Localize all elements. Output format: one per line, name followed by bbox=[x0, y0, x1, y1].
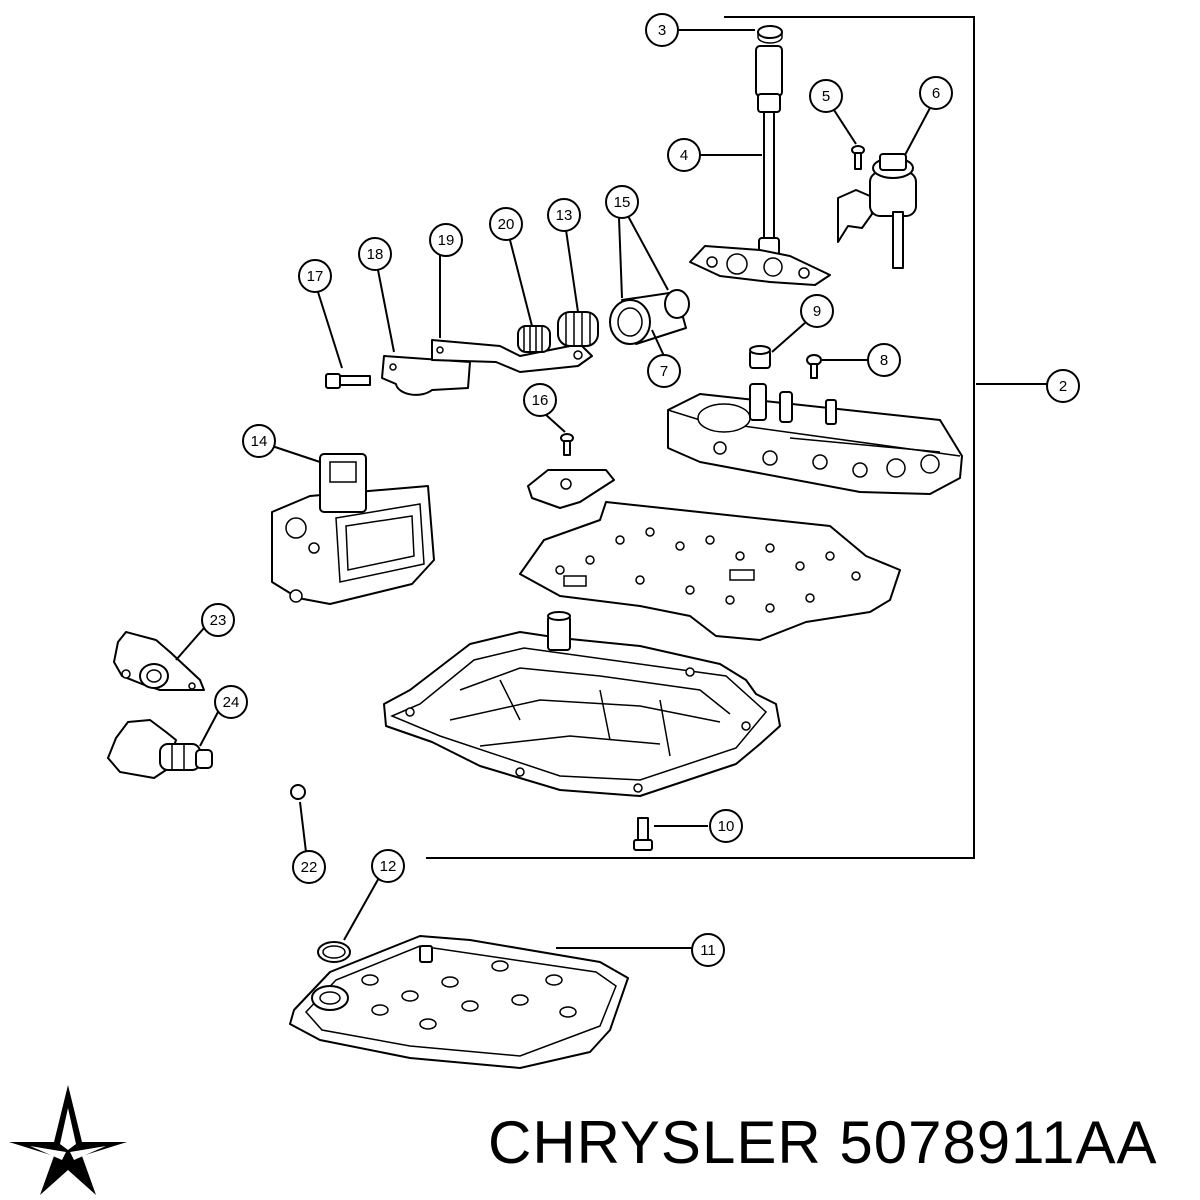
callout-bubble bbox=[605, 185, 639, 219]
part-4-manual-shaft bbox=[689, 45, 831, 286]
callout-label: 9 bbox=[813, 303, 821, 320]
callout-label: 20 bbox=[498, 216, 515, 233]
callout-6: 6 bbox=[919, 76, 953, 110]
part-17-bolt bbox=[325, 373, 371, 389]
callout-bubble bbox=[292, 850, 326, 884]
part-number-caption: CHRYSLER 5078911AA bbox=[488, 1109, 1158, 1176]
callout-label: 6 bbox=[932, 85, 940, 102]
callout-label: 16 bbox=[532, 392, 549, 409]
part-24-sensor bbox=[107, 719, 213, 779]
callout-22: 22 bbox=[292, 850, 326, 884]
callout-label: 7 bbox=[660, 363, 668, 380]
callout-label: 4 bbox=[680, 147, 688, 164]
part-2-upper-valve-body bbox=[667, 383, 963, 495]
part-19-lever bbox=[431, 339, 593, 373]
callout-label: 15 bbox=[614, 194, 631, 211]
callout-label: 18 bbox=[367, 246, 384, 263]
callout-bubble bbox=[429, 223, 463, 257]
callout-label: 22 bbox=[301, 859, 318, 876]
part-9-plug bbox=[749, 345, 771, 369]
chrysler-pentastar-logo bbox=[9, 1085, 127, 1195]
callout-bubble bbox=[201, 603, 235, 637]
callout-label: 23 bbox=[210, 612, 227, 629]
callout-bubble bbox=[547, 198, 581, 232]
callout-bubble bbox=[691, 933, 725, 967]
detent-plate bbox=[527, 469, 615, 509]
part-20-spring bbox=[517, 325, 551, 353]
callout-bubble bbox=[800, 294, 834, 328]
callout-label: 12 bbox=[380, 858, 397, 875]
part-8-screw bbox=[806, 354, 822, 379]
part-2-lower-valve-body bbox=[383, 611, 781, 797]
part-22-o-ring bbox=[290, 784, 306, 800]
callout-bubble bbox=[242, 424, 276, 458]
callout-8: 8 bbox=[867, 343, 901, 377]
part-6-sensor bbox=[837, 153, 917, 269]
callout-18: 18 bbox=[358, 237, 392, 271]
callout-bubble bbox=[523, 383, 557, 417]
separator-plate bbox=[519, 501, 901, 641]
callout-bubble bbox=[919, 76, 953, 110]
callout-label: 19 bbox=[438, 232, 455, 249]
callout-label: 11 bbox=[700, 942, 716, 959]
part-5-screw bbox=[851, 145, 865, 170]
callout-11: 11 bbox=[691, 933, 725, 967]
part-18-bracket bbox=[381, 355, 471, 396]
callout-5: 5 bbox=[809, 79, 843, 113]
callout-bubble bbox=[709, 809, 743, 843]
callout-label: 3 bbox=[658, 22, 666, 39]
part-12-o-ring bbox=[317, 941, 351, 963]
callout-bubble bbox=[867, 343, 901, 377]
leader-lines bbox=[175, 29, 1048, 949]
callout-14: 14 bbox=[242, 424, 276, 458]
part-16-screw bbox=[560, 433, 574, 456]
callout-20: 20 bbox=[489, 207, 523, 241]
callout-15: 15 bbox=[605, 185, 639, 219]
callout-bubble bbox=[489, 207, 523, 241]
callout-label: 14 bbox=[251, 433, 268, 450]
part-13-spring bbox=[557, 311, 599, 347]
callout-bubble bbox=[214, 685, 248, 719]
callout-label: 10 bbox=[718, 818, 735, 835]
callout-label: 2 bbox=[1059, 378, 1067, 395]
callout-bubble bbox=[647, 354, 681, 388]
part-23-sensor bbox=[113, 631, 205, 691]
callout-3: 3 bbox=[645, 13, 679, 47]
callout-label: 17 bbox=[307, 268, 324, 285]
callout-bubble bbox=[667, 138, 701, 172]
callout-9: 9 bbox=[800, 294, 834, 328]
callout-4: 4 bbox=[667, 138, 701, 172]
part-10-bolt bbox=[633, 817, 653, 851]
assembly-bracket bbox=[426, 16, 975, 859]
part-15-sleeve bbox=[609, 289, 690, 345]
callout-bubble bbox=[371, 849, 405, 883]
callout-10: 10 bbox=[709, 809, 743, 843]
callout-24: 24 bbox=[214, 685, 248, 719]
callout-bubble bbox=[809, 79, 843, 113]
callout-label: 24 bbox=[223, 694, 240, 711]
callout-label: 8 bbox=[880, 352, 888, 369]
callout-bubble bbox=[358, 237, 392, 271]
callout-7: 7 bbox=[647, 354, 681, 388]
part-3-seal bbox=[757, 25, 783, 44]
callout-12: 12 bbox=[371, 849, 405, 883]
callout-13: 13 bbox=[547, 198, 581, 232]
callout-23: 23 bbox=[201, 603, 235, 637]
callout-label: 13 bbox=[556, 207, 573, 224]
callout-bubble bbox=[1046, 369, 1080, 403]
part-14-solenoid-pack bbox=[271, 453, 435, 605]
callout-19: 19 bbox=[429, 223, 463, 257]
callout-16: 16 bbox=[523, 383, 557, 417]
callout-bubble bbox=[645, 13, 679, 47]
callout-bubble bbox=[298, 259, 332, 293]
part-11-filter bbox=[289, 935, 629, 1069]
callout-2: 2 bbox=[1046, 369, 1080, 403]
callout-label: 5 bbox=[822, 88, 830, 105]
callout-17: 17 bbox=[298, 259, 332, 293]
